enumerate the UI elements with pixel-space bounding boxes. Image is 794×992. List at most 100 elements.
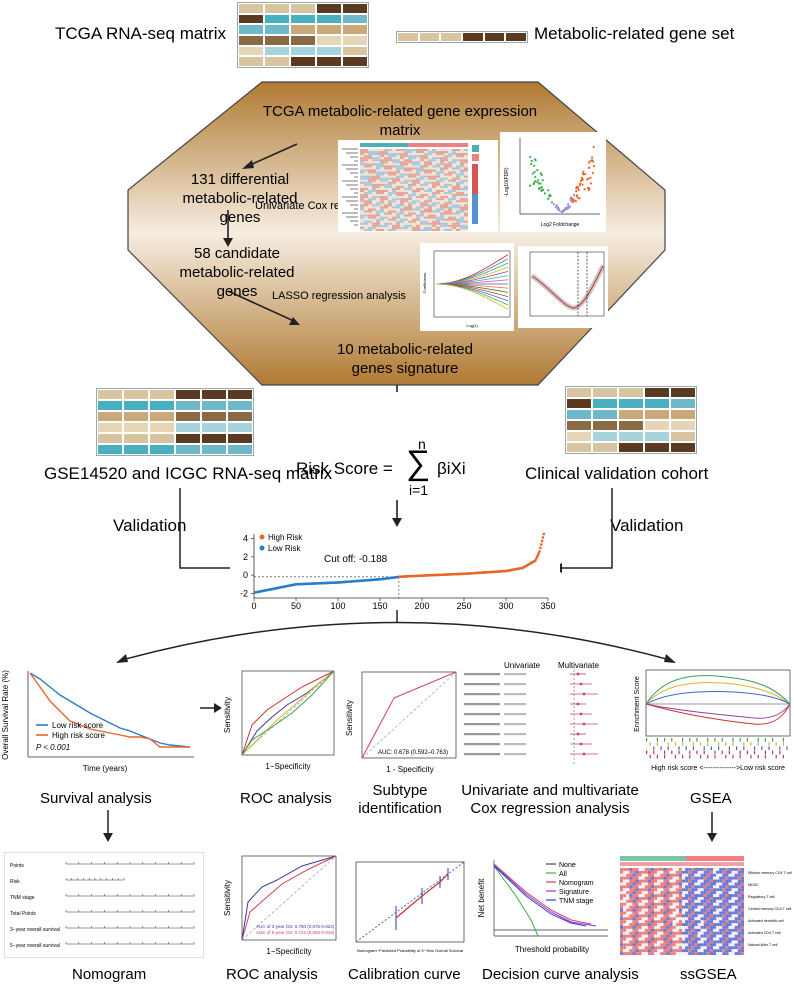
heatmap-cell: [444, 190, 448, 193]
heatmap-cell: [456, 214, 460, 217]
heatmap-cell: [432, 153, 436, 156]
matrix-cell: [290, 56, 316, 67]
ssgsea-cell: [691, 899, 695, 903]
heatmap-cell: [412, 226, 416, 229]
ssgsea-cell: [725, 946, 729, 950]
ssgsea-cell: [663, 946, 667, 950]
heatmap-cell: [436, 167, 440, 170]
ssgsea-cell: [660, 952, 664, 955]
heatmap-cell: [384, 179, 388, 182]
volcano-point: [581, 178, 584, 181]
ssgsea-cell: [641, 934, 645, 938]
ssgsea-cell: [623, 870, 627, 874]
ssgsea-cell: [740, 894, 744, 897]
volcano-point: [530, 159, 533, 162]
volcano-point: [582, 170, 585, 173]
heatmap-cell: [360, 210, 364, 213]
volcano-point: [548, 195, 551, 198]
matrix-cell: [123, 422, 149, 433]
calibration-curve-title: Calibration curve: [348, 966, 461, 983]
heatmap-cell: [416, 202, 420, 205]
heatmap-cell: [456, 175, 460, 178]
heatmap-cell: [376, 226, 380, 229]
ssgsea-cell: [660, 885, 664, 889]
ssgsea-cell: [644, 928, 648, 932]
ssgsea-cell: [638, 868, 642, 871]
heatmap-cell: [392, 155, 396, 158]
ssgsea-cell: [666, 868, 670, 871]
matrix-cell: [670, 442, 696, 453]
ssgsea-cell: [644, 931, 648, 935]
ssgsea-cell: [682, 885, 686, 889]
ssgsea-cell: [620, 891, 624, 895]
heatmap-cell: [376, 169, 380, 172]
ssgsea-cell: [688, 891, 692, 895]
ssgsea-cell: [713, 931, 717, 935]
ssgsea-cell: [626, 908, 630, 912]
heatmap-cell: [392, 208, 396, 211]
heatmap-cell: [436, 185, 440, 188]
ssgsea-cell: [654, 894, 658, 897]
ssgsea-cell: [675, 920, 679, 924]
heatmap-cell: [396, 187, 400, 190]
ssgsea-cell: [725, 894, 729, 897]
ssgsea-cell: [713, 905, 717, 909]
heatmap-cell: [376, 151, 380, 154]
heatmap-cell: [452, 185, 456, 188]
ssgsea-cell: [669, 891, 673, 895]
ssgsea-cell: [641, 926, 645, 929]
ssgsea-cell: [700, 952, 704, 955]
heatmap-cell: [368, 149, 372, 152]
heatmap-cell: [452, 163, 456, 166]
heatmap-cell: [452, 192, 456, 195]
ssgsea-cell: [675, 928, 679, 932]
heatmap-cell: [448, 185, 452, 188]
ssgsea-cell: [719, 882, 723, 886]
heatmap-cell: [448, 181, 452, 184]
ssgsea-cell: [716, 914, 720, 918]
heatmap-cell: [440, 165, 444, 168]
ssgsea-cell: [685, 899, 689, 903]
heatmap-cell: [412, 202, 416, 205]
risk-score-formula: Risk Score =: [296, 459, 393, 478]
heatmap-cell: [364, 153, 368, 156]
ssgsea-cell: [660, 946, 664, 950]
ssgsea-cell: [682, 928, 686, 932]
ssgsea-cell: [620, 937, 624, 941]
ssgsea-cell: [734, 928, 738, 932]
ssgsea-cell: [685, 885, 689, 889]
gsea-hit: [757, 738, 759, 742]
heatmap-cell: [368, 183, 372, 186]
ssgsea-cell: [706, 952, 710, 955]
heatmap-cell: [360, 224, 364, 227]
heatmap-cell: [432, 149, 436, 152]
heatmap-cell: [400, 214, 404, 217]
ssgsea-cell: [635, 888, 639, 892]
heatmap-cell: [376, 222, 380, 225]
heatmap-cell: [384, 175, 388, 178]
ssgsea-cell: [629, 873, 633, 877]
heatmap-cell: [456, 167, 460, 170]
ssgsea-cell: [647, 937, 651, 941]
ssgsea-cell: [644, 876, 648, 880]
ssgsea-cell: [703, 885, 707, 889]
ssgsea-cell: [672, 905, 676, 909]
heatmap-cell: [420, 171, 424, 174]
ssgsea-cell: [731, 911, 735, 915]
heatmap-cell: [364, 161, 368, 164]
ssgsea-cell: [641, 882, 645, 886]
heatmap-cell: [456, 177, 460, 180]
heatmap-cell: [392, 183, 396, 186]
heatmap-cell: [416, 222, 420, 225]
ssgsea-cell: [654, 940, 658, 944]
heatmap-cell: [376, 216, 380, 219]
decision-curve-title: Decision curve analysis: [482, 966, 639, 983]
ssgsea-cell: [719, 917, 723, 921]
heatmap-cell: [452, 157, 456, 160]
step-differential-genes: 131 differential metabolic-related genes: [182, 171, 298, 226]
matrix-cell: [175, 389, 201, 400]
heatmap-cell: [384, 210, 388, 213]
ssgsea-cell: [713, 876, 717, 880]
volcano-point: [569, 199, 573, 202]
ssgsea-cell: [706, 943, 710, 947]
